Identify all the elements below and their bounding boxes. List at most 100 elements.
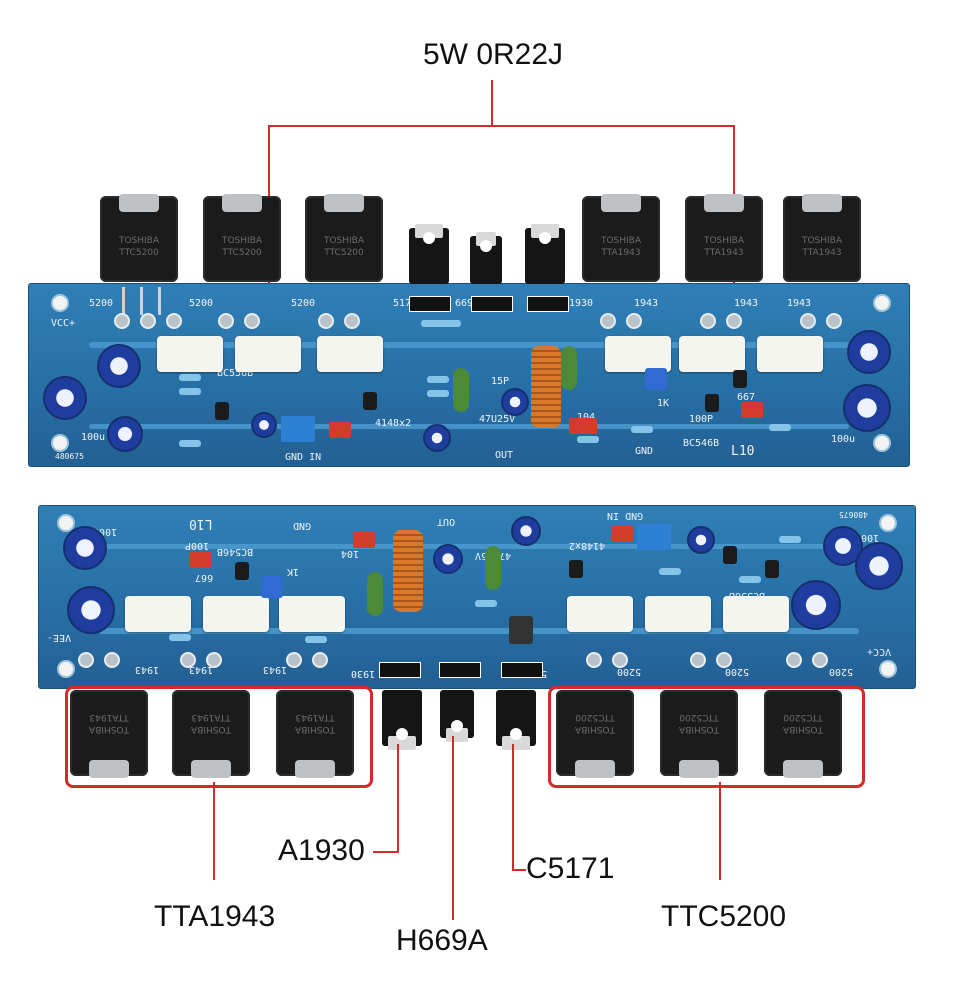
electrolytic-capacitor	[251, 412, 277, 438]
callout-h669a: H669A	[396, 924, 488, 957]
silk-5200: 5200	[291, 298, 316, 309]
cement-resistor-5w-0r22	[723, 596, 789, 632]
mount-hole	[57, 514, 75, 532]
silk-1943: 1943	[734, 298, 759, 309]
transistor-leg	[158, 287, 161, 315]
transistor-small	[363, 392, 377, 410]
silk-47u: 47U25V	[479, 414, 516, 425]
chip-mark: TTC5200	[324, 248, 364, 258]
silk-part-number: 480675	[839, 510, 868, 519]
silk-1930: 1930	[569, 298, 594, 309]
mount-hole	[51, 294, 69, 312]
callout-line-top-horizontal	[268, 125, 735, 127]
silk-vcc: VCC+	[867, 646, 892, 657]
power-resistor	[367, 572, 383, 616]
silk-5200: 5200	[189, 298, 214, 309]
pcb-trace	[89, 342, 849, 348]
power-transistor-tta1943: TTA1943 TOSHIBA	[276, 690, 354, 778]
transistor-leg	[122, 287, 125, 315]
silk-100p: 100P	[185, 540, 210, 551]
film-capacitor	[353, 532, 375, 548]
silk-board-name: L10	[731, 444, 755, 459]
small-resistor	[305, 636, 327, 643]
chip-mark: TTA1943	[601, 248, 641, 258]
solder-pad	[166, 313, 182, 329]
silk-5200: 5200	[829, 666, 854, 677]
chip-mark: TTA1943	[704, 248, 744, 258]
film-capacitor	[329, 422, 351, 438]
chip-mark: TOSHIBA	[118, 236, 160, 246]
film-capacitor	[189, 552, 211, 568]
silk-5200: 5200	[725, 666, 750, 677]
power-transistor-ttc5200: TTC5200 TOSHIBA	[660, 690, 738, 778]
power-transistor-tta1943: TTA1943 TOSHIBA	[70, 690, 148, 778]
driver-transistor-h669a	[440, 690, 474, 742]
cement-resistor-5w-0r22	[157, 336, 223, 372]
mount-hole	[873, 294, 891, 312]
callout-ttc5200: TTC5200	[661, 900, 787, 933]
silk-vee: VEE-	[47, 632, 72, 643]
solder-pad	[318, 313, 334, 329]
small-resistor	[427, 376, 449, 383]
callout-tta1943: TTA1943	[154, 900, 276, 933]
electrolytic-capacitor	[687, 526, 715, 554]
highlight-box-ttc5200-group	[548, 686, 865, 788]
silk-5200: 5200	[89, 298, 114, 309]
small-resistor	[421, 320, 461, 327]
solder-pad	[140, 313, 156, 329]
electrolytic-capacitor	[107, 416, 143, 452]
power-transistor-tta1943: TOSHIBA TTA1943	[685, 194, 763, 282]
small-resistor	[179, 388, 201, 395]
solder-pad	[612, 652, 628, 668]
highlight-box-tta1943-group	[65, 686, 373, 788]
solder-pad	[78, 652, 94, 668]
solder-pad	[286, 652, 302, 668]
electrolytic-capacitor	[67, 586, 115, 634]
silk-4148: 4148x2	[375, 418, 412, 429]
silk-1943: 1943	[634, 298, 659, 309]
power-transistor-tta1943: TOSHIBA TTA1943	[582, 194, 660, 282]
chip-mark: TOSHIBA	[600, 236, 642, 246]
power-transistor-ttc5200: TOSHIBA TTC5200	[203, 194, 281, 282]
silk-bc546b: BC546B	[217, 546, 254, 557]
solder-pad	[626, 313, 642, 329]
chip-mark: TTC5200	[222, 248, 262, 258]
solder-pad	[812, 652, 828, 668]
output-inductor-coil	[531, 346, 561, 428]
silk-out: OUT	[495, 450, 514, 461]
solder-pad	[690, 652, 706, 668]
silk-1943: 1943	[135, 664, 160, 675]
transistor-small	[215, 402, 229, 420]
transistor-small	[569, 560, 583, 578]
film-capacitor	[569, 418, 597, 434]
electrolytic-capacitor	[97, 344, 141, 388]
solder-pad	[104, 652, 120, 668]
cement-resistor-5w-0r22	[235, 336, 301, 372]
driver-transistor-c5171	[496, 690, 536, 750]
bottom-pcb-board: L10 GND OUT GND IN VEE- VCC+ 100P BC546B…	[38, 505, 916, 689]
cement-resistor-5w-0r22	[757, 336, 823, 372]
electrolytic-capacitor	[501, 388, 529, 416]
callout-line-h669a	[452, 736, 454, 920]
input-terminal-block	[637, 524, 671, 550]
solder-pad	[344, 313, 360, 329]
solder-pad	[726, 313, 742, 329]
pin-header	[527, 296, 569, 312]
solder-pad	[180, 652, 196, 668]
cement-resistor-5w-0r22	[279, 596, 345, 632]
pcb-trace	[99, 628, 859, 634]
transistor-small	[235, 562, 249, 580]
power-transistor-tta1943: TOSHIBA TTA1943	[783, 194, 861, 282]
power-transistor-ttc5200: TOSHIBA TTC5200	[305, 194, 383, 282]
input-terminal-block	[281, 416, 315, 442]
transistor-small	[733, 370, 747, 388]
driver-transistor-a1930	[525, 224, 565, 284]
silk-104: 104	[577, 412, 595, 423]
mount-hole	[57, 660, 75, 678]
silk-100p: 100P	[689, 414, 714, 425]
solder-pad	[244, 313, 260, 329]
small-resistor	[475, 600, 497, 607]
electrolytic-capacitor	[433, 544, 463, 574]
small-resistor	[577, 436, 599, 443]
solder-pad	[312, 652, 328, 668]
